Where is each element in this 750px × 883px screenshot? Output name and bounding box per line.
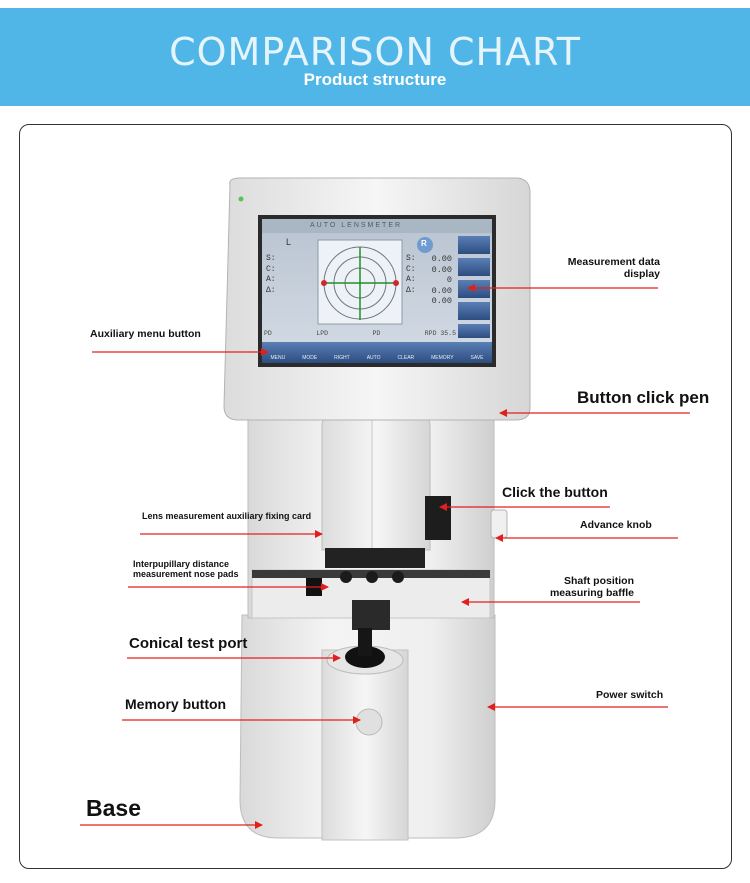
screen-mode-badge: R — [421, 239, 427, 248]
memory-button-shape — [355, 708, 383, 736]
label-conical-test-port: Conical test port — [129, 635, 248, 652]
label-advance-knob: Advance knob — [580, 519, 652, 531]
screen-button-mode[interactable]: MODE — [302, 355, 318, 361]
nose-pads — [306, 548, 425, 630]
screen-button-right[interactable]: RIGHT — [334, 355, 350, 361]
mode-badge-shape — [417, 237, 433, 253]
screen-button-memory[interactable]: MEMORY — [431, 355, 454, 361]
label-nose-pads: Interpupillary distance measurement nose… — [133, 559, 239, 579]
label-power-switch: Power switch — [596, 689, 664, 701]
label-lens-fixing-card: Lens measurement auxiliary fixing card — [142, 511, 312, 521]
label-button-click-pen: Button click pen — [577, 388, 710, 407]
header-banner: COMPARISON CHART Product structure — [0, 8, 750, 106]
target-reticle — [317, 239, 403, 325]
screen-button-bar — [262, 342, 492, 363]
label-auxiliary-menu-button: Auxiliary menu button — [90, 328, 201, 340]
screen-button-menu[interactable]: MENU — [270, 355, 286, 361]
label-base: Base — [86, 795, 141, 821]
screen-button-auto[interactable]: AUTO — [366, 355, 381, 361]
screen-eye-label: L — [286, 237, 292, 247]
label-click-the-button: Click the button — [502, 484, 608, 500]
conical-test-port — [321, 628, 409, 841]
screen-button-clear[interactable]: CLEAR — [397, 355, 415, 361]
page-title: COMPARISON CHART — [169, 30, 581, 74]
page-subtitle: Product structure — [303, 70, 447, 89]
screen-button-save[interactable]: SAVE — [470, 355, 484, 361]
annotation-arrows — [80, 284, 690, 829]
monitor — [223, 177, 531, 421]
screen-brand: AUTO LENSMETER — [310, 222, 403, 229]
screen-left-params: S:C:A:Δ: — [266, 254, 276, 295]
screen-buttons: MENU MODE RIGHT AUTO CLEAR MEMORY SAVE — [262, 355, 492, 361]
label-measurement-data-display: Measurement data display — [567, 256, 660, 280]
label-shaft-baffle: Shaft position measuring baffle — [549, 575, 634, 599]
label-memory-button: Memory button — [125, 696, 227, 712]
screen-right-params: S:C:A:Δ: — [406, 254, 416, 295]
